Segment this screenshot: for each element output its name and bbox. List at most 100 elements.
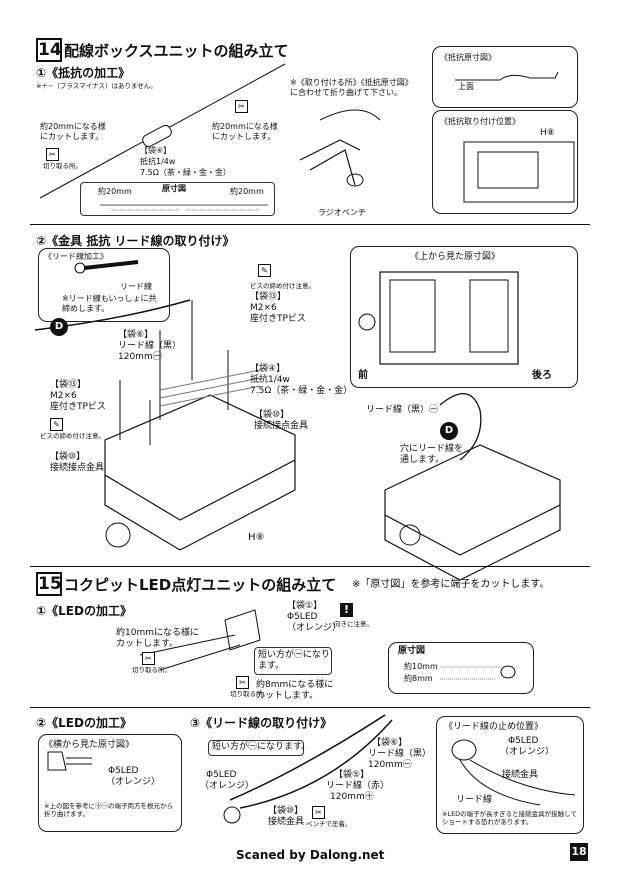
- step-14-sub-1: ①《抵抗の加工》: [36, 66, 131, 80]
- step-15-note: ※「原寸図」を参考に端子をカットします。: [352, 579, 550, 590]
- screw-icon-label-2: ビスの締め付け注意。: [40, 432, 105, 440]
- step-15-number: 15: [36, 572, 62, 596]
- bag-13-a-type: 座付きTPビス: [250, 314, 306, 324]
- bag-4-b-label: 抵抗1/4w: [250, 375, 290, 385]
- bag-6-lead: リード線（黒）: [118, 341, 182, 351]
- bag-6-15-len: 120mm㊀: [368, 760, 412, 770]
- bag-6-15-lead: リード線（黒）: [368, 749, 432, 759]
- step-15-title: コクピットLED点灯ユニットの組み立て: [64, 576, 337, 594]
- lead-proc-box: [38, 248, 170, 322]
- scale-15-b: 約8mm: [404, 674, 433, 683]
- bag-10-b: 【袋⑩】: [50, 452, 86, 462]
- short-minus-box: [208, 740, 304, 756]
- inset-resistor-box: [432, 46, 578, 108]
- scissors-icon: ✂: [142, 652, 155, 665]
- cut-icon-label: 切り取る所。: [43, 162, 82, 170]
- bag-10-a-label: 接続接点金具: [254, 421, 309, 431]
- top-view-front: 前: [358, 370, 368, 381]
- scale-left: 約20mm: [98, 187, 132, 196]
- bag-1: 【袋①】: [287, 601, 323, 611]
- scale-box-15: [388, 642, 534, 694]
- side-view-note: ※上の図を参考に㊉㊀の端子両方を根元から折り曲げます。: [44, 802, 173, 818]
- lead-proc-label: リード線: [120, 282, 152, 291]
- led-color-15: （オレンジ）: [200, 781, 255, 791]
- lead-black-label: リード線（黒）㊀: [366, 405, 439, 415]
- bag-6-len: 120mm㊀: [118, 352, 162, 362]
- bag-10-b-label: 接続接点金具: [50, 463, 105, 473]
- stop-pos-lead: リード線: [456, 795, 493, 805]
- step-divider: [30, 566, 590, 567]
- callout-d-badge: D: [50, 318, 68, 336]
- bag-13-a: 【袋⑬】: [250, 292, 287, 302]
- warn-label: 向きに注意。: [334, 620, 373, 628]
- bag-5-len: 120mm㊉: [330, 792, 374, 802]
- led-label-15: Φ5LED: [206, 770, 237, 780]
- lead-proc-title: 《リード線加工》: [44, 252, 108, 261]
- short-side-note: 短い方が㊀になります。: [258, 650, 331, 671]
- bag-10-15: 【袋⑩】: [268, 806, 304, 816]
- scale-box: [80, 182, 275, 216]
- short-minus-note: 短い方が㊀になります。: [212, 742, 311, 752]
- bag-4-label: 【袋④】: [140, 146, 172, 155]
- cut-right-note: 約20mmになる様にカットします。: [212, 122, 278, 141]
- scale-15-title: 原寸図: [398, 646, 426, 656]
- side-view-title: 《横から見た原寸図》: [44, 740, 135, 750]
- bag-13-a-size: M2×6: [250, 303, 277, 313]
- bag-13-b-size: M2×6: [50, 391, 77, 401]
- callout-d-badge: D: [440, 422, 458, 440]
- bag-6-15: 【袋⑥】: [372, 738, 408, 748]
- pliers-label: ラジオペンチ: [318, 208, 366, 217]
- side-view-box: [38, 734, 182, 832]
- bag-5: 【袋⑤】: [334, 770, 370, 780]
- section-divider: [30, 224, 590, 225]
- stop-pos-fitting: 接続金具: [502, 770, 539, 780]
- warning-icon: !: [340, 603, 353, 617]
- stop-pos-color: （オレンジ）: [500, 747, 555, 757]
- side-view-led: Φ5LED: [108, 766, 139, 776]
- step-15-sub-3: ③《リード線の取り付け》: [190, 716, 333, 730]
- part-h8: H⑧: [248, 532, 265, 543]
- scissors-icon: ✂: [235, 100, 248, 113]
- scissors-icon: ✂: [46, 148, 59, 161]
- cut-icon-label-15b: 切り取る所。: [230, 690, 269, 698]
- bend-note: ※《取り付ける所》《抵抗原寸図》に合わせて折り曲げて下さい。: [290, 78, 409, 97]
- lead-proc-note: ※リード線もいっしょに共締めします。: [62, 294, 157, 313]
- polarity-note: ※＋−（プラスマイナス）はありません。: [36, 82, 157, 90]
- inset-position-box: [432, 110, 578, 214]
- resistor-label: 抵抗1/4w: [140, 157, 176, 166]
- scale-right: 約20mm: [230, 187, 264, 196]
- screw-icon-label: ビスの締め付け注意。: [250, 282, 315, 290]
- stop-pos-note: ※LEDの端子が長すぎると接続金具が接触してショートする恐れがあります。: [442, 810, 577, 826]
- step-15-sub-2: ②《LEDの加工》: [36, 716, 132, 730]
- stop-pos-led: Φ5LED: [508, 736, 539, 746]
- step-15-sub-1: ①《LEDの加工》: [36, 604, 132, 618]
- scale-title: 原寸図: [162, 184, 186, 193]
- bag-13-b-type: 座付きTPビス: [50, 402, 106, 412]
- section-divider-15: [30, 707, 590, 708]
- bag-4-b: 【袋④】: [250, 364, 286, 374]
- bag-4-b-value: 7.5Ω（茶・緑・金・金）: [250, 386, 353, 396]
- top-view-box: [350, 246, 578, 388]
- cut-10-note: 約10mmになる様にカットします。: [116, 628, 199, 649]
- inset-position-title: 《抵抗取り付け位置》: [440, 117, 520, 126]
- step-14-title: 配線ボックスユニットの組み立て: [64, 42, 289, 60]
- step-14-number: 14: [36, 38, 62, 62]
- bag-10-15-label: 接続金具: [268, 817, 305, 827]
- inset-part-h8: H⑧: [540, 128, 555, 138]
- scan-credit: Scaned by Dalong.net: [236, 848, 385, 862]
- stop-pos-title: 《リード線の止め位置》: [444, 722, 544, 732]
- step-14-sub-2: ②《金具 抵抗 リード線の取り付け》: [36, 234, 235, 248]
- bag-1-led: Φ5LED: [287, 612, 318, 622]
- short-side-box: [254, 647, 332, 675]
- cut-left-note: 約20mmになる様にカットします。: [40, 122, 106, 141]
- cut-8-note: 約8mmになる様にカットします。: [256, 680, 334, 701]
- bag-5-lead: リード線（赤）: [326, 781, 390, 791]
- page-number: 18: [570, 843, 588, 861]
- cut-icon-label-15: 切り取る所。: [132, 666, 171, 674]
- bag-1-color: （オレンジ）: [287, 623, 342, 633]
- screwdriver-icon: ✎: [258, 264, 271, 277]
- stop-pos-box: [436, 716, 584, 834]
- scale-15-a: 約10mm: [404, 662, 438, 671]
- pliers-note: ペンチで圧着。: [306, 820, 352, 828]
